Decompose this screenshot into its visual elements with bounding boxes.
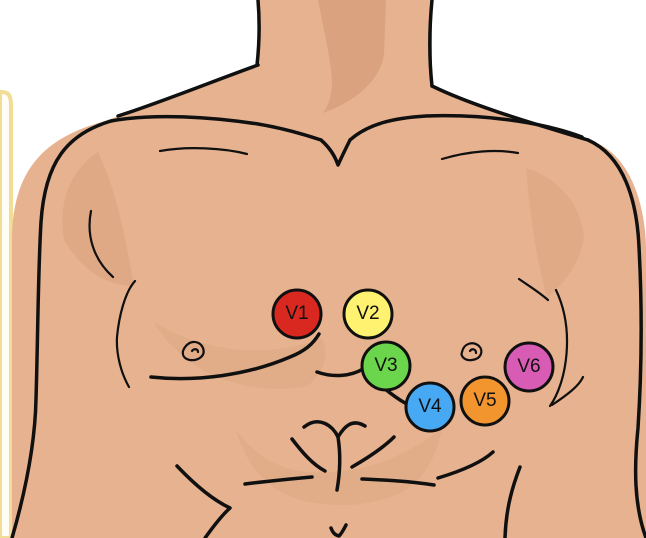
- side-panel-edge: [0, 92, 11, 538]
- electrode-v3-label: V3: [374, 355, 397, 376]
- electrode-v5[interactable]: V5: [461, 377, 509, 425]
- electrode-v5-label: V5: [473, 390, 496, 411]
- electrode-v4-label: V4: [418, 396, 442, 417]
- electrode-v1-label: V1: [285, 303, 308, 324]
- electrode-v2[interactable]: V2: [344, 290, 392, 338]
- electrode-v3[interactable]: V3: [362, 342, 410, 390]
- electrode-v6-label: V6: [517, 356, 540, 377]
- electrode-v4[interactable]: V4: [406, 383, 454, 431]
- electrode-v2-label: V2: [356, 303, 379, 324]
- electrode-v1[interactable]: V1: [273, 290, 321, 338]
- electrode-v6[interactable]: V6: [505, 343, 553, 391]
